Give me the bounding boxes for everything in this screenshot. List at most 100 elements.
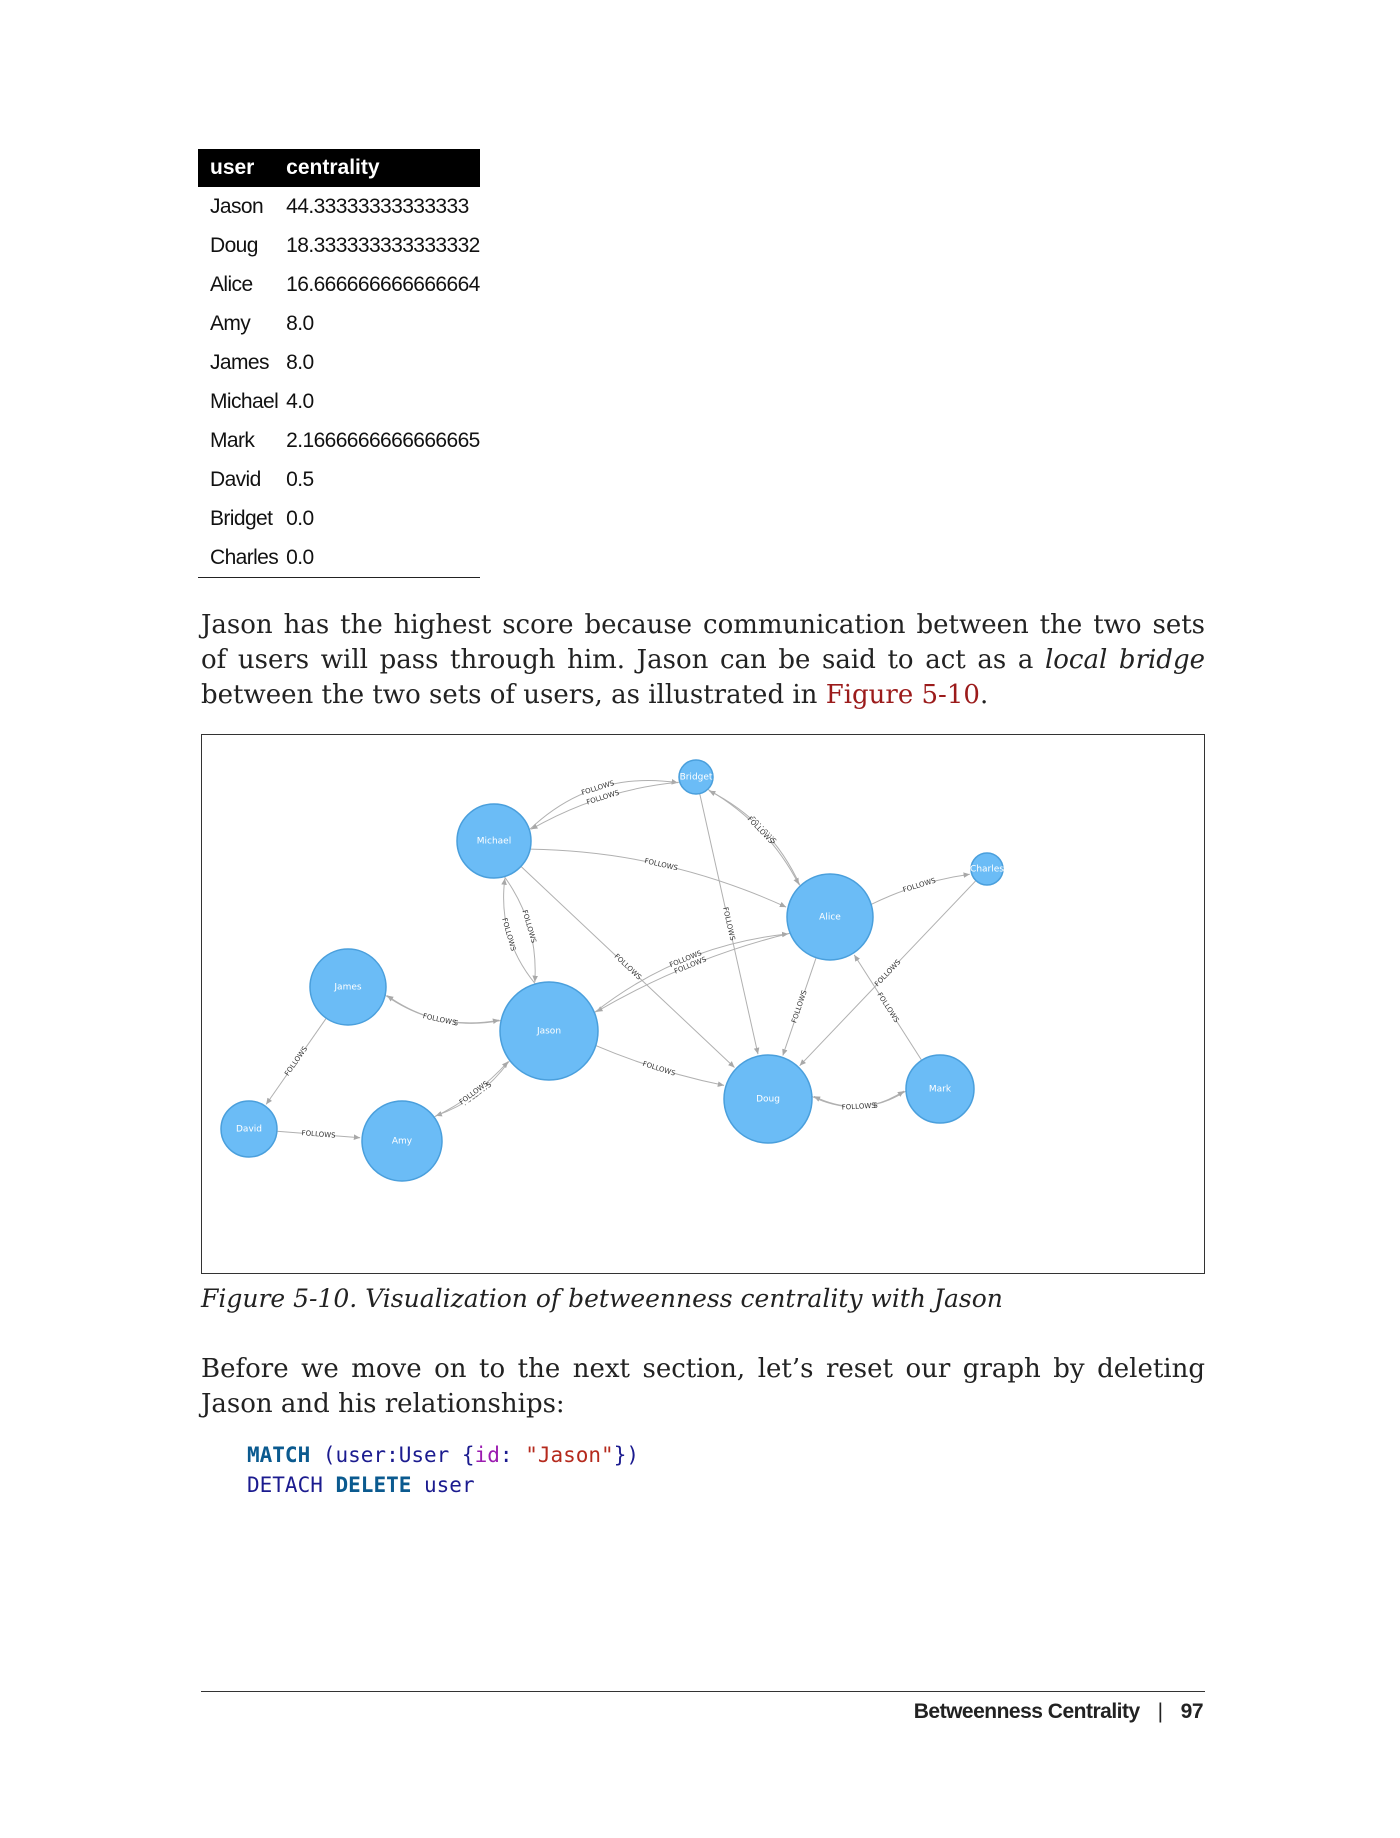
table-row: James 8.0	[198, 343, 480, 382]
edge-label: FOLLOWS	[642, 1060, 677, 1078]
edge-label: FOLLOWS	[746, 815, 776, 845]
node-label: Charles	[970, 865, 1004, 875]
page-footer: Betweenness Centrality|97	[913, 1700, 1204, 1724]
nodes-layer: BridgetMichaelCharlesAliceJamesJasonDoug…	[220, 759, 1004, 1182]
table-row: Alice 16.666666666666664	[198, 265, 480, 304]
edge-label-background	[459, 1080, 489, 1106]
edge-label-background	[500, 918, 517, 951]
edge-label: FOLLOWS	[842, 1102, 877, 1112]
intro-paragraph: Jason has the highest score because comm…	[201, 608, 1205, 713]
edge-label-background	[303, 1129, 334, 1140]
cell-user: Charles	[198, 538, 279, 578]
node-amy: Amy	[361, 1100, 443, 1182]
edge-label: FOLLOWS	[644, 857, 679, 872]
edge-label: FOLLOWS	[902, 876, 937, 894]
code-text: :	[499, 1443, 526, 1467]
edge-jason-to-alice	[594, 931, 789, 1013]
cell-user: David	[210, 467, 261, 491]
node-circle	[678, 759, 714, 795]
edge-label: FOLLOWS	[790, 989, 809, 1024]
cell-user: Amy	[210, 311, 251, 335]
cell-user: Jason	[210, 194, 264, 218]
cell-user: Bridget	[210, 506, 273, 530]
edge-alice-to-jason	[596, 932, 791, 1013]
cell-centrality: 16.666666666666664	[286, 272, 480, 296]
cell-centrality: 0.0	[286, 506, 314, 530]
node-circle	[220, 1100, 278, 1158]
cell-user: Alice	[210, 272, 253, 296]
node-label: Bridget	[680, 773, 713, 783]
cell-user: James	[210, 350, 269, 374]
node-circle	[723, 1054, 813, 1144]
cell-user: Mark	[210, 428, 255, 452]
node-label: Mark	[929, 1085, 952, 1095]
edge-label-background	[582, 779, 614, 797]
node-label: Doug	[756, 1095, 780, 1105]
edge-label-background	[721, 908, 737, 940]
footer-section-title: Betweenness Centrality	[913, 1700, 1140, 1723]
node-label: Alice	[819, 913, 841, 923]
code-property: id	[474, 1443, 500, 1467]
node-doug: Doug	[723, 1054, 813, 1144]
code-keyword-delete: DELETE	[335, 1473, 412, 1497]
edge-label: FOLLOWS	[301, 1129, 336, 1140]
node-bridget: Bridget	[678, 759, 714, 795]
page-number: 97	[1180, 1700, 1204, 1723]
node-circle	[361, 1100, 443, 1182]
table-row: Amy 8.0	[198, 304, 480, 343]
figure-caption: Figure 5-10. Visualization of betweennes…	[201, 1284, 1003, 1313]
node-charles: Charles	[970, 852, 1004, 886]
paragraph-text: between the two sets of users, as illust…	[201, 680, 826, 710]
edge-alice-to-charles	[870, 872, 970, 905]
table-row: Mark 2.1666666666666665	[198, 421, 480, 460]
table-header-row: user centrality	[198, 149, 480, 187]
node-jason: Jason	[499, 981, 599, 1081]
edge-label: FOLLOWS	[458, 1079, 490, 1106]
figure-crossref-link[interactable]: Figure 5-10	[825, 680, 980, 710]
edge-label-background	[645, 857, 677, 872]
edge-label: FOLLOWS	[422, 1012, 457, 1027]
edge-label-background	[876, 992, 900, 1023]
cell-user: Michael	[210, 389, 279, 413]
edge-label-background	[670, 949, 702, 969]
graph-svg: FOLLOWSFOLLOWSFOLLOWSFOLLOWSFOLLOWSFOLLO…	[220, 759, 1004, 1182]
edge-bridget-to-alice	[707, 788, 800, 885]
node-mark: Mark	[905, 1054, 975, 1124]
edge-label-background	[874, 959, 902, 987]
code-string: "Jason"	[525, 1443, 614, 1467]
edge-label-background	[424, 1012, 456, 1027]
node-alice: Alice	[786, 873, 874, 961]
cell-centrality: 8.0	[286, 311, 314, 335]
code-text: user	[411, 1473, 475, 1497]
edge-label: FOLLOWS	[500, 917, 517, 952]
edge-label-background	[643, 1060, 675, 1077]
cell-centrality: 8.0	[286, 350, 314, 374]
edge-label: FOLLOWS	[873, 958, 903, 989]
footer-divider	[201, 1691, 1205, 1692]
node-michael: Michael	[456, 803, 532, 879]
code-text: })	[613, 1443, 639, 1467]
reset-paragraph: Before we move on to the next section, l…	[201, 1354, 1205, 1419]
code-block: MATCH (user:User {id: "Jason"})DETACH DE…	[247, 1440, 639, 1500]
node-label: Jason	[536, 1027, 561, 1037]
header-user: user	[198, 149, 279, 187]
cell-centrality: 2.1666666666666665	[286, 428, 480, 452]
edge-label: FOLLOWS	[520, 909, 537, 944]
node-circle	[499, 981, 599, 1081]
code-line-1: MATCH (user:User {id: "Jason"})	[247, 1440, 639, 1470]
cell-centrality: 18.333333333333332	[286, 233, 480, 257]
code-space	[323, 1473, 336, 1497]
edge-label-background	[747, 816, 774, 844]
edge-label-background	[843, 1101, 874, 1112]
edge-michael-to-alice	[530, 848, 787, 908]
edge-label: FOLLOWS	[283, 1045, 309, 1078]
edge-label: FOLLOWS	[721, 906, 736, 941]
code-keyword-match: MATCH	[247, 1443, 311, 1467]
edge-label-background	[521, 911, 538, 943]
cell-centrality: 0.5	[286, 467, 314, 491]
